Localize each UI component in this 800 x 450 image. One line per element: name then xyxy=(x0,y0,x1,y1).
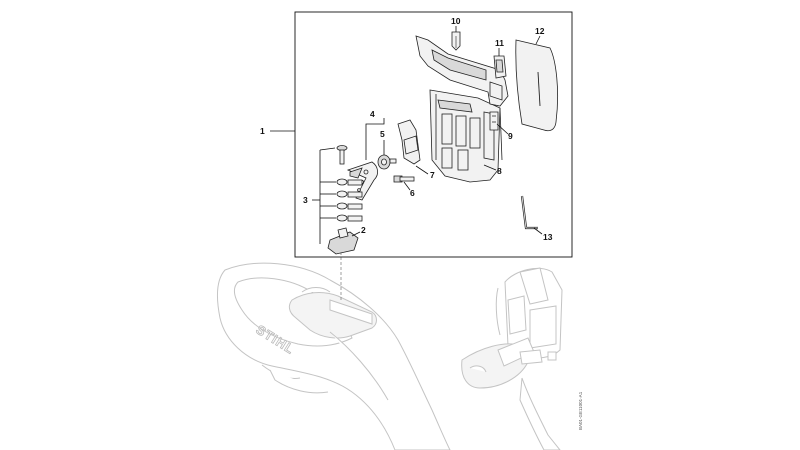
drawing-code: BA01-GE11001-A1 xyxy=(578,391,583,430)
callout-3: 3 xyxy=(303,195,308,205)
callout-5: 5 xyxy=(380,129,385,139)
part-6-screw xyxy=(393,175,415,183)
callout-12: 12 xyxy=(535,26,545,36)
leader-12 xyxy=(535,35,541,45)
part-5-washer xyxy=(377,154,397,170)
harness-and-nozzle-ghost xyxy=(461,267,563,450)
blower-tube-ghost: STIHL xyxy=(216,262,451,450)
part-12-pad xyxy=(515,39,558,132)
upper-frame-bracket xyxy=(415,35,509,107)
leader-2 xyxy=(351,231,361,237)
callout-4: 4 xyxy=(370,109,375,119)
callout-11: 11 xyxy=(495,38,504,48)
callout-9: 9 xyxy=(508,131,513,141)
part-8-mounting-plate xyxy=(429,89,503,183)
leader-8 xyxy=(483,164,497,171)
part-13-hex-key xyxy=(520,195,538,230)
callout-7: 7 xyxy=(430,170,435,180)
callout-8: 8 xyxy=(497,166,502,176)
callout-6: 6 xyxy=(410,188,415,198)
part-2-base-mount xyxy=(327,227,359,255)
part-7-bracket xyxy=(397,119,421,165)
assembly-frame xyxy=(294,11,573,258)
callout-1: 1 xyxy=(260,126,265,136)
part-3-lever-clamp xyxy=(336,145,378,222)
part-9-side-clip xyxy=(489,111,499,131)
part-11-spring-clip xyxy=(493,55,507,79)
callout-13: 13 xyxy=(543,232,553,242)
callout-10: 10 xyxy=(451,16,461,26)
part-10-clip xyxy=(451,31,461,51)
leader-6 xyxy=(403,181,411,191)
leader-13 xyxy=(533,227,543,235)
leader-9 xyxy=(496,123,509,135)
leader-7 xyxy=(415,165,429,175)
leader-4 xyxy=(365,118,385,160)
callout-2: 2 xyxy=(361,225,366,235)
